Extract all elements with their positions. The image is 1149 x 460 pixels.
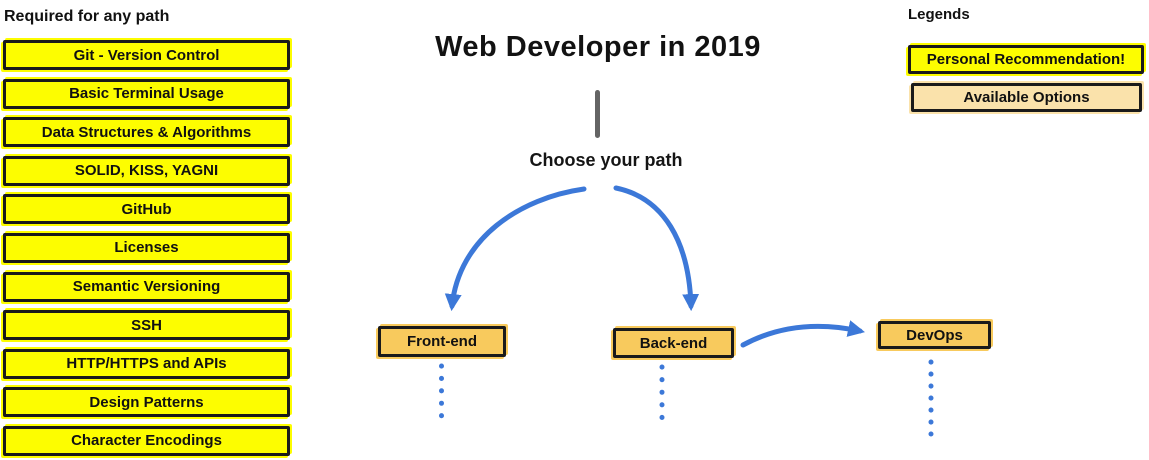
path-box-frontend: Front-end (378, 326, 506, 357)
required-section-heading: Required for any path (4, 8, 170, 25)
required-topic-box: Basic Terminal Usage (3, 78, 290, 109)
required-topic-list: Git - Version Control Basic Terminal Usa… (3, 40, 290, 456)
required-topic-box: Licenses (3, 232, 290, 263)
path-box-backend: Back-end (613, 328, 734, 358)
arrow-backend-to-devops (740, 320, 865, 348)
choose-path-label: Choose your path (529, 150, 683, 170)
legend-heading: Legends (908, 6, 970, 23)
legend-item-personal-recommendation: Personal Recommendation! (908, 45, 1144, 74)
required-topic-box: SSH (3, 310, 290, 341)
legend-item-available-options: Available Options (911, 83, 1142, 112)
title-connector-line (595, 90, 600, 138)
path-box-devops: DevOps (878, 321, 991, 349)
arrow-to-frontend (444, 186, 587, 312)
arrow-to-backend (613, 185, 700, 312)
required-topic-box: Semantic Versioning (3, 271, 290, 302)
required-topic-box: Data Structures & Algorithms (3, 117, 290, 148)
required-topic-box: HTTP/HTTPS and APIs (3, 348, 290, 379)
required-topic-box: GitHub (3, 194, 290, 225)
required-topic-box: Git - Version Control (3, 40, 290, 70)
required-topic-box: Character Encodings (3, 425, 290, 456)
required-topic-box: SOLID, KISS, YAGNI (3, 155, 290, 186)
required-topic-box: Design Patterns (3, 387, 290, 418)
page-title: Web Developer in 2019 (435, 31, 761, 63)
